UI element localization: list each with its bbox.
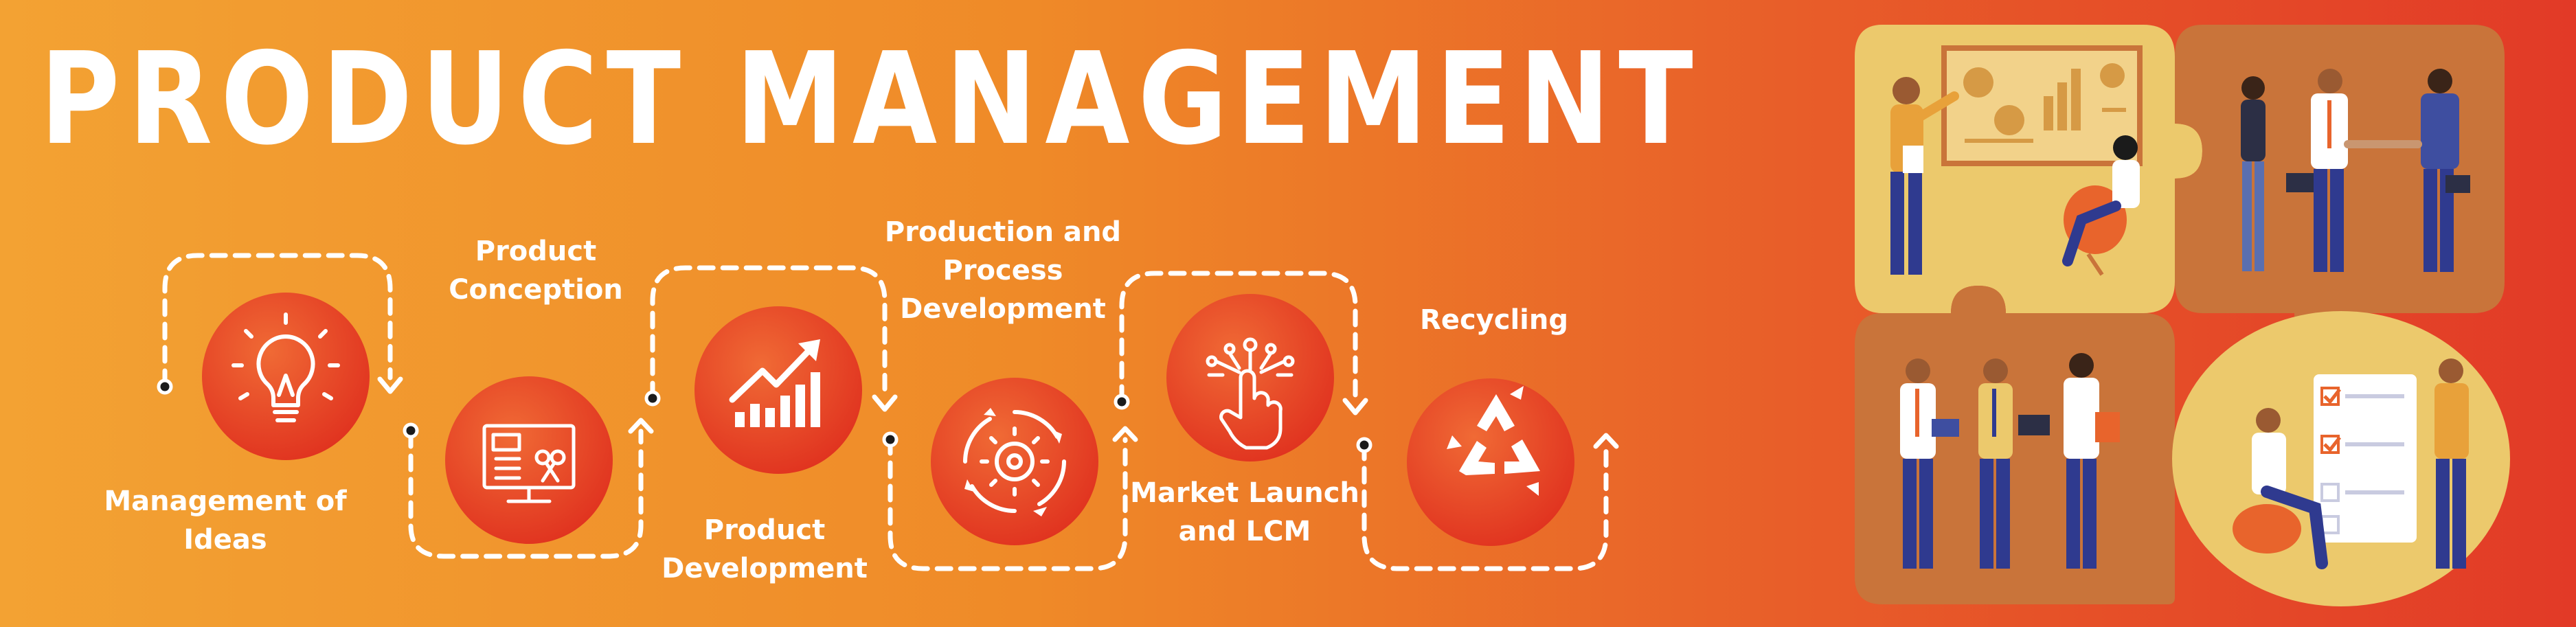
- step-label-line: Market Launch: [1130, 477, 1359, 509]
- page-title: PRODUCT MANAGEMENT: [40, 25, 1702, 173]
- growth-chart-icon: [729, 339, 820, 427]
- step-label-production: Production and Process Development: [845, 213, 1161, 328]
- step-label-line: Product: [475, 236, 597, 267]
- step-label-line: Development: [900, 293, 1106, 325]
- step-circle-conception: [445, 376, 613, 544]
- handshake-icon: [2241, 69, 2470, 272]
- step-label-line: and LCM: [1178, 516, 1311, 547]
- step-label-recycling: Recycling: [1336, 301, 1652, 339]
- recycle-icon: [1447, 386, 1540, 496]
- step-label-line: Production and: [884, 216, 1122, 248]
- step-label-conception: Product Conception: [378, 232, 694, 309]
- step-label-line: Recycling: [1420, 304, 1568, 336]
- step-label-launch: Market Launch and LCM: [1087, 474, 1403, 551]
- blueprint-monitor-icon: [482, 424, 576, 503]
- step-label-line: Ideas: [183, 524, 267, 556]
- step-label-line: Conception: [449, 274, 623, 306]
- presentation-board-icon: [1941, 45, 2143, 166]
- checklist-icon: [2233, 358, 2469, 569]
- touch-circuit-icon: [1206, 337, 1295, 450]
- step-label-ideas: Management of Ideas: [67, 482, 383, 559]
- team-icon: [1900, 353, 2120, 569]
- step-label-development: Product Development: [607, 511, 923, 588]
- gear-cycle-arrows: [964, 408, 1062, 516]
- lightbulb-icon: [231, 312, 340, 422]
- step-circle-development: [694, 306, 862, 474]
- step-label-line: Product: [703, 514, 826, 546]
- step-label-line: Development: [662, 553, 868, 584]
- step-label-line: Management of: [104, 486, 347, 517]
- seated-figure: [2062, 135, 2140, 276]
- path-endpoints: [157, 378, 1372, 453]
- step-circle-production: [931, 378, 1098, 545]
- dashed-connector: [162, 253, 1609, 571]
- step-label-line: Process: [942, 255, 1063, 286]
- step-circle-recycling: [1407, 378, 1574, 546]
- arrowheads: [377, 376, 1619, 449]
- step-circle-launch: [1166, 294, 1334, 461]
- presenter-figure: [1890, 77, 1959, 275]
